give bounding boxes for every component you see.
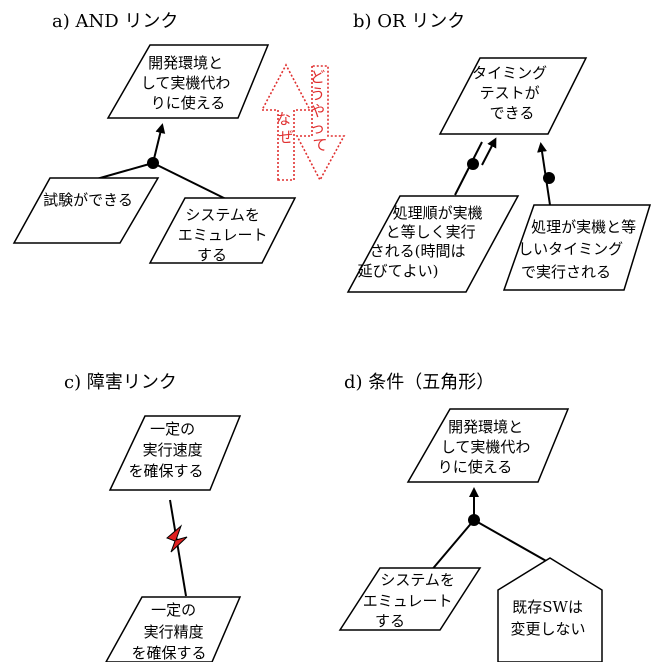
why-label: な ぜ	[276, 110, 296, 146]
panel-d-goal-line-1: 開発環境と	[448, 418, 523, 436]
panel-b-goal-line-2: テストが	[480, 84, 540, 102]
panel-a-goal-line-3: りに使える	[151, 94, 226, 112]
why-char-2: ぜ	[278, 128, 293, 146]
panel-c-bottom-line-3: を確保する	[131, 644, 206, 662]
panel-a-subgoal-right-text: システムを エミュレート する	[178, 206, 272, 264]
panel-b-right-line-3: で実行される	[521, 263, 611, 281]
why-char-1: な	[276, 110, 291, 128]
panel-b-edge-left	[454, 141, 483, 196]
panel-a-goal-line-2: して実機代わ	[141, 74, 231, 92]
panel-c-top-line-2: 実行速度	[143, 441, 203, 459]
panel-d-condition-line-1: 既存SWは	[512, 598, 583, 616]
panel-c-bottom-box	[105, 596, 242, 662]
panel-b-goal-line-3: できる	[490, 104, 535, 122]
panel-d-condition-pentagon	[497, 557, 603, 662]
panel-d-condition-text: 既存SWは 変更しない	[510, 598, 587, 638]
panel-d-title: d) 条件（五角形）	[344, 372, 494, 393]
panel-a-goal-box	[106, 44, 270, 119]
panel-b-arrow-left	[481, 137, 497, 166]
panel-a-subgoal-left-text: 試験ができる	[43, 191, 133, 209]
panel-d-subgoal-box	[338, 567, 482, 631]
why-up-arrow	[260, 63, 312, 181]
panel-c-obstacle-edge	[169, 499, 187, 597]
panel-a-right-line-2: エミュレート	[178, 226, 268, 244]
lightning-bolt-icon	[166, 524, 188, 553]
how-char-4: っ	[310, 119, 325, 137]
panel-b-goal-text: タイミング テストが できる	[472, 64, 552, 122]
panel-d-condition-line-2: 変更しない	[510, 620, 585, 638]
how-char-3: や	[310, 102, 325, 120]
panel-b-title: b) OR リンク	[353, 11, 465, 32]
panel-b-option-right-text: 処理が実機と等 しいタイミング で実行される	[518, 218, 641, 281]
panel-d-goal-line-3: りに使える	[438, 458, 513, 476]
panel-d-subgoal-text: システムを エミュレート する	[363, 571, 460, 630]
panel-a-right-line-1: システムを	[185, 206, 260, 224]
how-label: ど う や っ て	[310, 68, 330, 154]
panel-b-dot-left	[467, 158, 479, 170]
panel-b-left-line-1: 処理順が実機	[393, 204, 483, 222]
panel-a-title: a) AND リンク	[52, 11, 178, 32]
panel-b-right-line-1: 処理が実機と等	[531, 218, 636, 236]
panel-c-top-line-3: を確保する	[128, 462, 203, 480]
panel-d-and-dot	[468, 514, 480, 526]
panel-d-goal-text: 開発環境と して実機代わ りに使える	[438, 418, 535, 476]
panel-c-bottom-text: 一定の 実行精度 を確保する	[131, 601, 208, 662]
panel-d-goal-line-2: して実機代わ	[441, 438, 531, 456]
panel-c-bottom-line-1: 一定の	[151, 601, 196, 619]
panel-b-goal-line-1: タイミング	[472, 64, 547, 82]
panel-d-goal-box	[406, 408, 570, 483]
panel-d-subgoal-line-2: エミュレート	[363, 592, 453, 610]
panel-c-top-line-1: 一定の	[150, 420, 195, 438]
how-char-2: う	[310, 85, 325, 103]
panel-b-left-line-2: と等しく実行	[386, 223, 476, 241]
panel-b-option-left	[346, 195, 520, 293]
how-char-5: て	[312, 136, 327, 154]
how-down-arrow	[295, 65, 346, 182]
panel-c-top-box	[108, 415, 242, 491]
panel-b-dot-right	[543, 172, 555, 184]
panel-d-edge-right	[473, 519, 549, 563]
panel-c-title: c) 障害リンク	[64, 372, 177, 393]
panel-b-left-line-3: される(時間は	[370, 242, 466, 260]
panel-a-and-dot	[147, 157, 159, 169]
panel-a-subgoal-right	[148, 197, 297, 264]
panel-b-left-line-4: 延びてよい)	[358, 262, 439, 280]
panel-b-right-line-2: しいタイミング	[518, 240, 623, 258]
panel-b-option-right	[502, 204, 652, 291]
panel-d-subgoal-line-1: システムを	[380, 571, 455, 589]
panel-a-and-edge-right	[152, 162, 233, 203]
panel-d-edge-left	[429, 519, 475, 573]
panel-a-goal-text: 開発環境と して実機代わ りに使える	[141, 54, 235, 112]
how-char-1: ど	[310, 68, 325, 86]
panel-a-goal-line-1: 開発環境と	[148, 54, 223, 72]
panel-c-top-text: 一定の 実行速度 を確保する	[128, 420, 207, 480]
panel-d-subgoal-line-3: する	[375, 612, 405, 630]
panel-c-bottom-line-2: 実行精度	[144, 623, 204, 641]
panel-a-right-line-3: する	[197, 246, 227, 264]
panel-b-option-left-text: 処理順が実機 と等しく実行 される(時間は 延びてよい)	[358, 204, 488, 280]
panel-a-subgoal-left	[12, 177, 160, 244]
panel-a-and-arrow	[152, 123, 166, 164]
panel-b-goal-box	[438, 57, 588, 135]
